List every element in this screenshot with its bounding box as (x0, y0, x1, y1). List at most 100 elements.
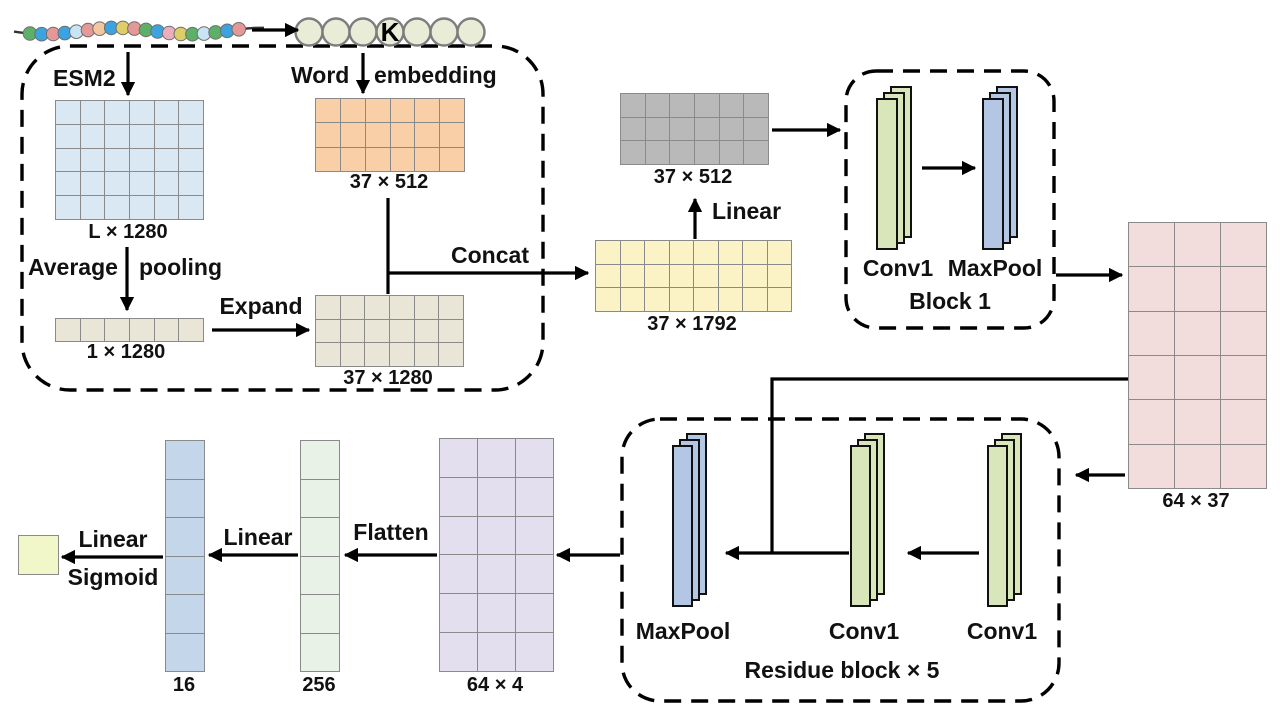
matrix-cell (340, 319, 365, 343)
layer-sheet (672, 445, 693, 607)
matrix-cell (105, 172, 129, 196)
tokenized-sequence-chain: K (294, 17, 486, 47)
word-label: Word (291, 62, 350, 88)
matrix-cell (516, 594, 553, 633)
matrix-cell (719, 141, 744, 164)
residue-output-map (439, 438, 554, 672)
matrix-cell (670, 94, 694, 117)
embedding-label: embedding (374, 62, 497, 88)
block1-conv1-stack (876, 86, 912, 250)
matrix-cell (718, 288, 742, 311)
matrix-cell (718, 264, 742, 288)
residue-maxpool-label: MaxPool (635, 618, 731, 644)
matrix-cell (365, 319, 389, 343)
matrix-cell (129, 172, 154, 196)
matrix-cell (1129, 311, 1174, 355)
matrix-cell (154, 148, 179, 172)
expand-label: Expand (219, 293, 303, 319)
matrix-cell (301, 518, 339, 556)
matrix-cell (301, 556, 339, 594)
token-circle (429, 17, 459, 47)
matrix-cell (1221, 267, 1266, 311)
token-circle (321, 17, 351, 47)
matrix-cell (645, 141, 670, 164)
matrix-cell (1221, 355, 1266, 400)
residue-conv1-mid-stack (850, 433, 885, 607)
matrix-cell (669, 241, 693, 264)
matrix-cell (316, 343, 340, 366)
matrix-cell (1175, 400, 1220, 444)
matrix-cell (166, 441, 204, 479)
matrix-cell (1221, 444, 1266, 488)
matrix-cell (620, 241, 644, 264)
matrix-cell (645, 241, 669, 264)
matrix-cell (414, 296, 439, 319)
matrix-cell (1129, 444, 1174, 488)
matrix-cell (316, 319, 340, 343)
matrix-cell (767, 241, 791, 264)
protein-sequence-chain (13, 20, 264, 42)
matrix-cell (414, 343, 439, 366)
matrix-cell (719, 94, 744, 117)
matrix-cell (365, 147, 390, 171)
matrix-cell (516, 555, 553, 594)
matrix-cell (596, 241, 620, 264)
matrix-cell (744, 141, 768, 164)
linear-fc2-label: Linear (223, 524, 293, 550)
dim-esm2-out: L × 1280 (88, 221, 168, 243)
matrix-cell (596, 264, 620, 288)
linear-projection-matrix (620, 93, 769, 165)
pooling-label: pooling (139, 254, 223, 280)
matrix-cell (166, 479, 204, 517)
word-embedding-matrix (315, 98, 465, 172)
residue-conv1-mid-label: Conv1 (828, 618, 900, 644)
matrix-cell (316, 99, 340, 123)
matrix-cell (478, 555, 515, 594)
matrix-cell (621, 117, 645, 141)
token-circle (294, 17, 324, 47)
matrix-cell (301, 479, 339, 517)
matrix-cell (80, 101, 105, 124)
residue-conv1-right-stack (987, 433, 1022, 607)
matrix-cell (516, 439, 553, 477)
matrix-cell (1221, 400, 1266, 444)
dim-concat-out: 37 × 1792 (647, 313, 737, 335)
matrix-cell (516, 477, 553, 516)
matrix-cell (440, 477, 477, 516)
matrix-cell (340, 99, 365, 123)
matrix-cell (105, 196, 129, 219)
matrix-cell (414, 319, 439, 343)
matrix-cell (389, 319, 414, 343)
matrix-cell (440, 147, 464, 171)
matrix-cell (80, 319, 105, 341)
matrix-cell (56, 196, 80, 219)
matrix-cell (389, 296, 414, 319)
matrix-cell (340, 296, 365, 319)
dim-word-emb: 37 × 512 (349, 171, 429, 193)
matrix-cell (620, 288, 644, 311)
matrix-cell (743, 241, 767, 264)
matrix-cell (105, 148, 129, 172)
average-label: Average (28, 254, 118, 280)
arrows-group (60, 22, 1128, 565)
dim-avg-pool: 1 × 1280 (86, 341, 166, 363)
matrix-cell (301, 595, 339, 633)
matrix-cell (365, 343, 389, 366)
matrix-cell (620, 264, 644, 288)
matrix-cell (179, 319, 203, 341)
expanded-matrix (315, 295, 464, 367)
matrix-cell (1129, 267, 1174, 311)
fc-256-vector (300, 440, 340, 672)
matrix-cell (19, 536, 58, 574)
block1-title: Block 1 (909, 288, 991, 314)
matrix-cell (1175, 223, 1220, 267)
matrix-cell (1221, 311, 1266, 355)
matrix-cell (440, 516, 477, 555)
matrix-cell (154, 319, 179, 341)
concat-matrix (595, 240, 792, 312)
matrix-cell (129, 319, 154, 341)
matrix-cell (166, 633, 204, 671)
matrix-cell (478, 439, 515, 477)
